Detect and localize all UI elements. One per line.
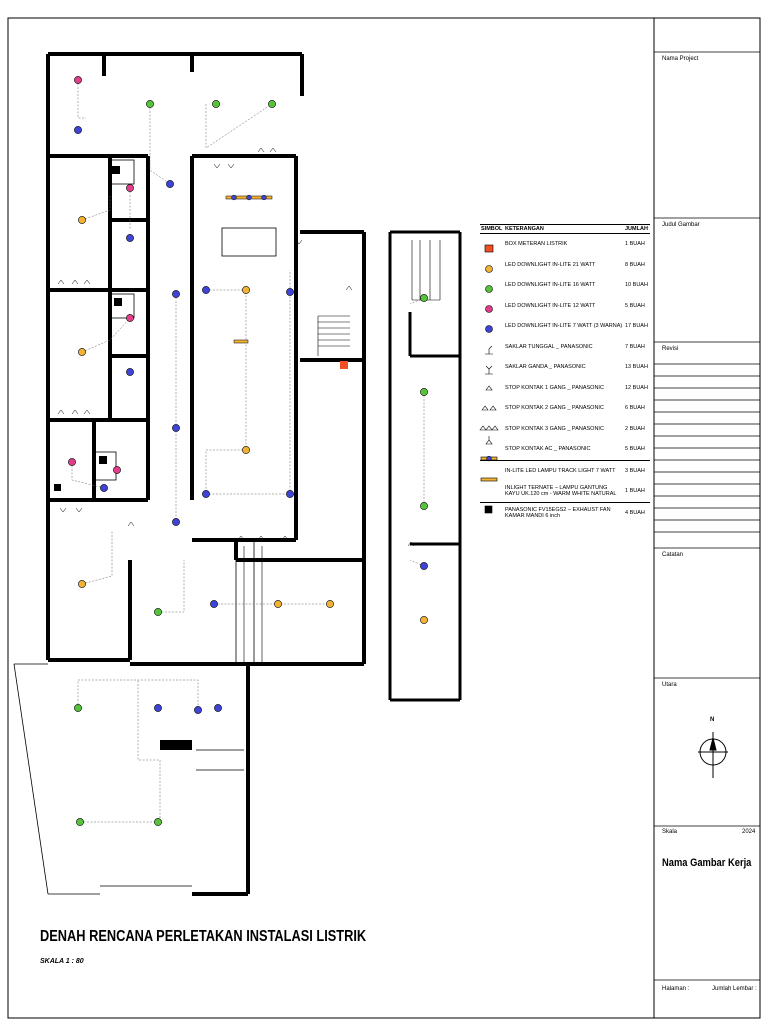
legend-desc: STOP KONTAK AC _ PANASONIC (505, 446, 591, 453)
legend-qty: 6 BUAH (625, 405, 645, 412)
legend-desc: LED DOWNLIGHT IN-LITE 21 WATT (505, 261, 596, 268)
legend-row: LED DOWNLIGHT IN-LITE 7 WATT (3 WARNA)17… (480, 316, 650, 337)
legend-qty: 1 BUAH (625, 488, 645, 495)
legend-desc: STOP KONTAK 1 GANG _ PANASONIC (505, 384, 604, 391)
downlight-7w-icon (485, 325, 493, 333)
legend-qty: 5 BUAH (625, 446, 645, 453)
legend-qty: 5 BUAH (625, 302, 645, 309)
north-arrow-icon (698, 732, 728, 778)
legend-desc: LED DOWNLIGHT IN-LITE 12 WATT (505, 302, 596, 309)
legend-desc: LED DOWNLIGHT IN-LITE 7 WATT (3 WARNA) (505, 323, 623, 330)
legend-row: STOP KONTAK AC _ PANASONIC 5 BUAH (480, 439, 650, 460)
fixtures-yellow-21w (78, 216, 428, 624)
legend-desc: SAKLAR GANDA _ PANASONIC (505, 364, 586, 371)
drawing-title-label: Judul Gambar (662, 222, 700, 228)
project-name-label: Nama Project (662, 56, 699, 62)
drawing-title: DENAH RENCANA PERLETAKAN INSTALASI LISTR… (40, 928, 367, 945)
legend-qty: 8 BUAH (625, 261, 645, 268)
socket-2-gang-icon (481, 405, 497, 411)
legend-desc: STOP KONTAK 2 GANG _ PANASONIC (505, 405, 604, 412)
meter-box-icon (484, 244, 494, 253)
socket-1-gang-icon (485, 385, 493, 391)
meter-box-on-plan (340, 361, 348, 369)
plan-thin-lines (13, 159, 277, 895)
legend-qty: 10 BUAH (625, 282, 648, 289)
legend-header-description: KETERANGAN (504, 223, 624, 235)
legend-row: SAKLAR GANDA _ PANASONIC 13 BUAH (480, 357, 650, 378)
fixtures-exhaust-fans (54, 166, 122, 491)
legend-row: LED DOWNLIGHT IN-LITE 16 WATT 10 BUAH (480, 275, 650, 296)
legend-row: LED DOWNLIGHT IN-LITE 21 WATT 8 BUAH (480, 255, 650, 276)
revision-label: Revisi (662, 346, 679, 352)
title-block-lines (654, 51, 760, 981)
sockets-on-plan (57, 147, 415, 547)
legend-row: STOP KONTAK 3 GANG _ PANASONIC 2 BUAH (480, 419, 650, 440)
legend-row: SAKLAR TUNGGAL _ PANASONIC 7 BUAH (480, 337, 650, 358)
legend-qty: 17 BUAH (625, 323, 648, 330)
drawing-scale: SKALA 1 : 80 (40, 958, 84, 965)
downlight-21w-icon (485, 265, 493, 273)
double-switch-icon (485, 365, 493, 375)
sheets-label: Jumlah Lembar : (712, 986, 757, 992)
sheet-border (7, 17, 761, 1019)
notes-label: Catatan (662, 552, 684, 558)
legend-header-symbol: SIMBOL (480, 223, 504, 235)
stairs-main (243, 315, 350, 664)
legend-row: STOP KONTAK 2 GANG _ PANASONIC 6 BUAH (480, 398, 650, 419)
legend-row: PANASONIC FV15EGS2 – EXHAUST FAN KAMAR M… (480, 501, 650, 524)
legend-qty: 1 BUAH (625, 241, 645, 248)
downlight-12w-icon (485, 305, 493, 313)
legend-row: LED DOWNLIGHT IN-LITE 12 WATT 5 BUAH (480, 296, 650, 317)
legend-row: BOX METERAN LISTRIK 1 BUAH (480, 234, 650, 255)
legend-desc: BOX METERAN LISTRIK (505, 241, 568, 248)
upper-plan-walls (388, 230, 462, 702)
legend-desc: SAKLAR TUNGGAL _ PANASONIC (505, 343, 593, 350)
drawing-name: Nama Gambar Kerja (662, 857, 752, 869)
legend-qty: 13 BUAH (625, 364, 648, 371)
north-label: Utara (662, 682, 677, 688)
legend-qty: 7 BUAH (625, 343, 645, 350)
legend-qty: 4 BUAH (624, 501, 650, 524)
legend-desc: STOP KONTAK 3 GANG _ PANASONIC (505, 425, 604, 432)
fixtures-pink-12w (68, 76, 134, 474)
legend-row: STOP KONTAK 1 GANG _ PANASONIC 12 BUAH (480, 378, 650, 399)
legend-table: SIMBOL KETERANGAN JUMLAH BOX METERAN LIS… (480, 223, 650, 524)
year-label: 2024 (742, 829, 756, 835)
fixtures-track-lights (225, 194, 273, 344)
scale-label: Skala (662, 829, 678, 835)
legend-desc: IN-LITE LED LAMPU TRACK LIGHT 7 WATT (504, 459, 624, 482)
main-plan-walls (46, 52, 366, 896)
north-letter: N (710, 717, 715, 723)
legend-desc: INLIGHT TERNATE – LAMPU GANTUNG KAYU UK.… (505, 485, 617, 498)
legend-desc: LED DOWNLIGHT IN-LITE 16 WATT (505, 282, 596, 289)
socket-3-gang-icon (479, 425, 499, 431)
fixtures-green-16w (74, 100, 428, 826)
page-label: Halaman : (662, 986, 690, 992)
downlight-16w-icon (485, 285, 493, 293)
legend-qty: 12 BUAH (625, 384, 648, 391)
ac-socket-icon (485, 436, 493, 445)
legend-row: INLIGHT TERNATE – LAMPU GANTUNG KAYU UK.… (480, 481, 650, 502)
single-switch-icon (485, 345, 493, 355)
legend-header-quantity: JUMLAH (624, 223, 650, 235)
wall-black-block (160, 740, 192, 750)
stairs-upper (411, 240, 441, 301)
fixtures-blue-7w (74, 126, 428, 714)
legend-qty: 2 BUAH (625, 425, 645, 432)
legend-qty: 3 BUAH (624, 459, 650, 482)
legend-desc: PANASONIC FV15EGS2 – EXHAUST FAN KAMAR M… (504, 501, 624, 524)
